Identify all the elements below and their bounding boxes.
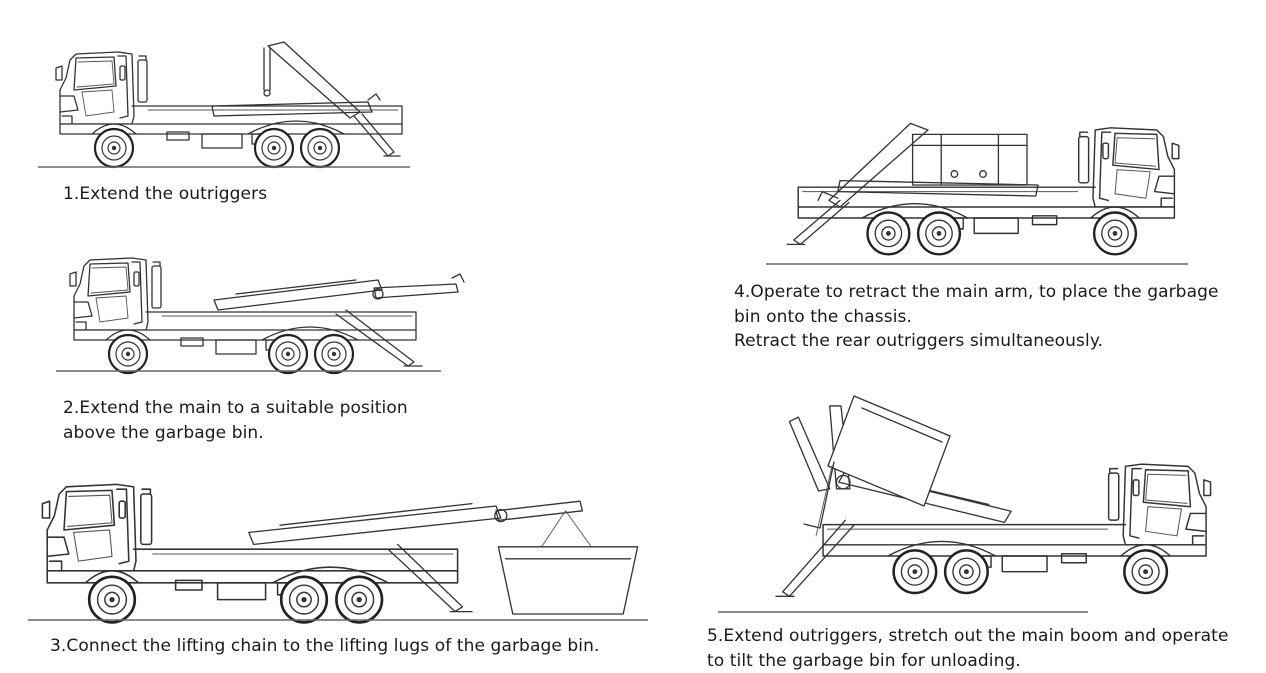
step-2-caption: 2.Extend the main to a suitable position… (63, 398, 408, 443)
step-3-caption: 3.Connect the lifting chain to the lifti… (50, 636, 600, 656)
truck-diagram-step-3 (28, 470, 648, 624)
truck-diagram-step-4 (762, 108, 1192, 268)
step-1-caption: 1.Extend the outriggers (63, 184, 268, 204)
truck-diagram-step-5 (718, 374, 1230, 618)
truck-diagram-step-2 (56, 246, 466, 374)
step-4-caption: 4.Operate to retract the main arm, to pl… (734, 282, 1219, 351)
step-5-caption: 5.Extend outriggers, stretch out the mai… (707, 626, 1229, 671)
truck-diagram-step-1 (38, 38, 410, 172)
